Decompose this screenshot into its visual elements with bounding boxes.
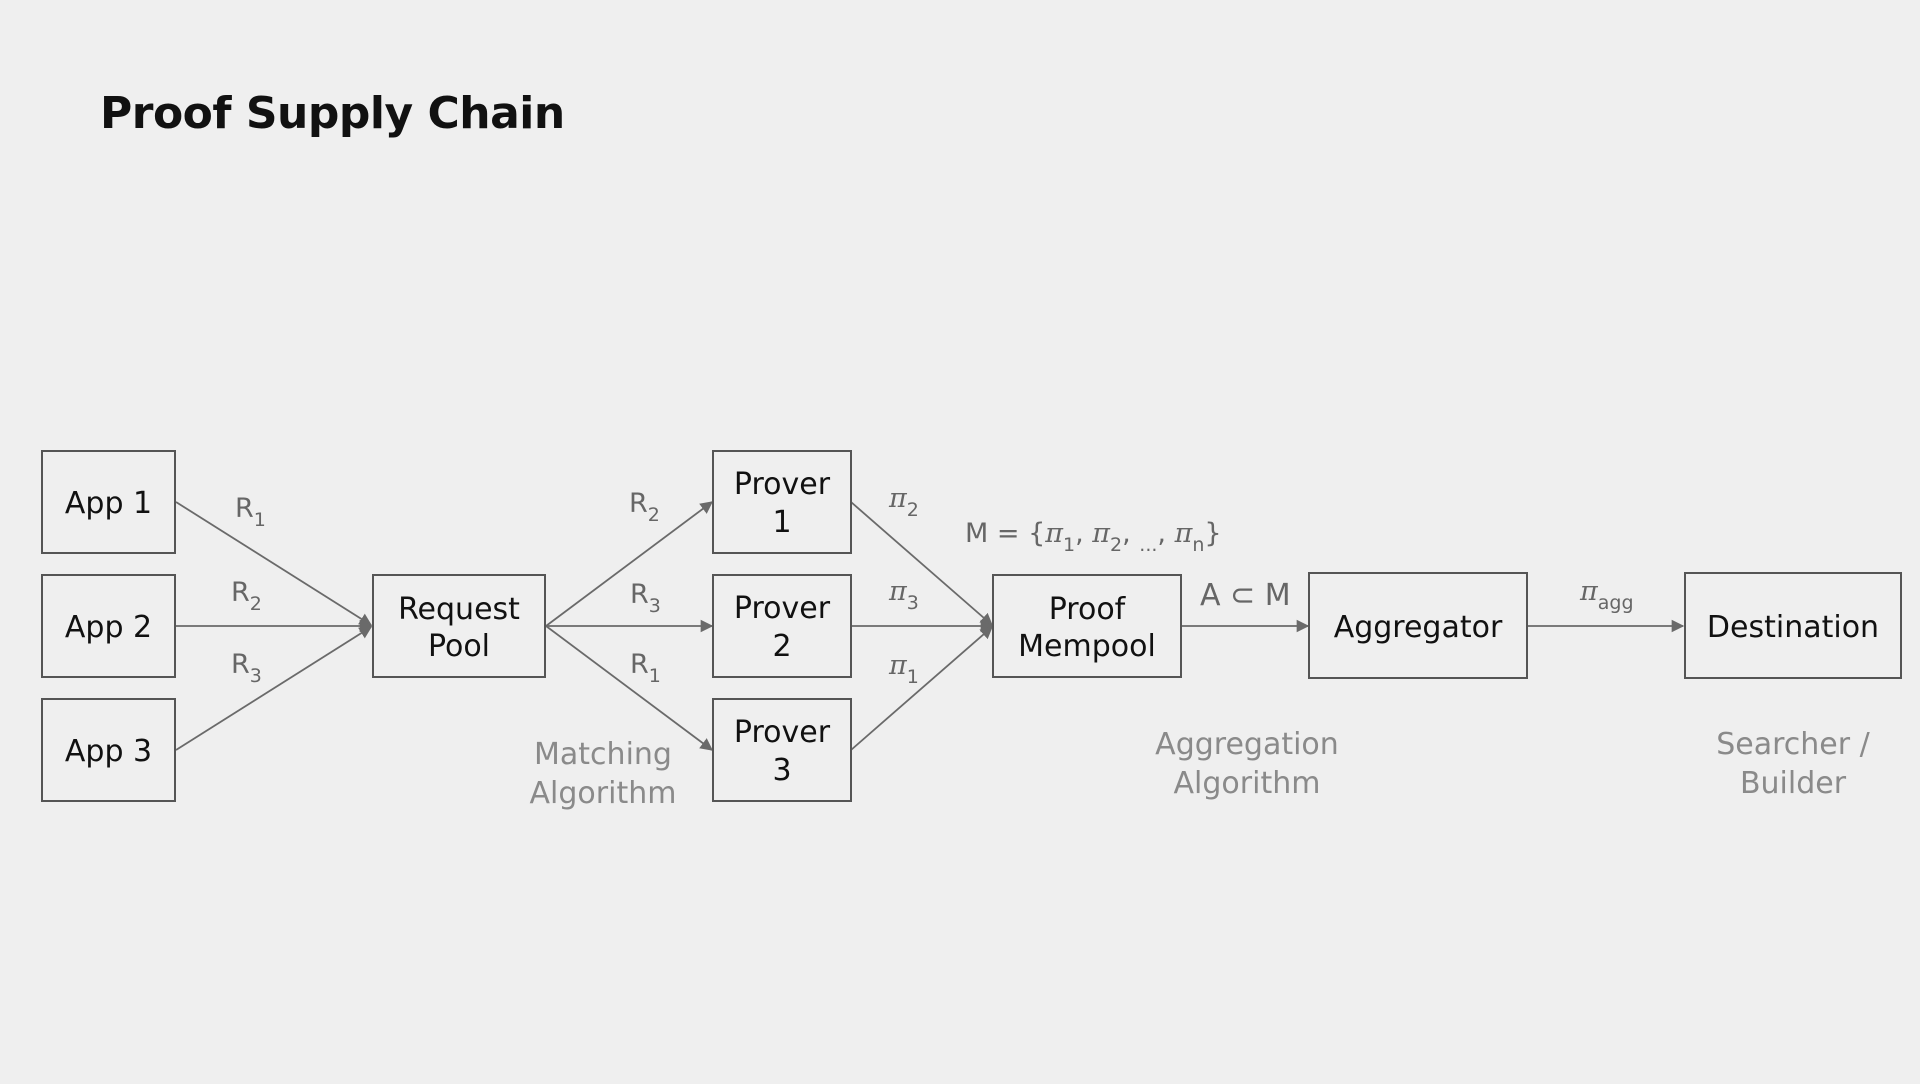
subset-label: A ⊂ M — [1200, 578, 1291, 613]
node-request-pool-label-line2: Pool — [428, 629, 490, 664]
node-prover2-label-line1: Prover — [734, 591, 831, 626]
edge-label-app2-pool: R2 — [231, 577, 262, 615]
mempool-set-definition: M = {π1, π2, ..., πn} — [965, 518, 1222, 556]
edge-labels: R1 R2 R3 R2 R3 R1 π2 π3 π1 πagg — [231, 483, 1634, 688]
node-app2[interactable]: App 2 — [41, 574, 176, 678]
node-app1[interactable]: App 1 — [41, 450, 176, 554]
edge-label-pool-prover2: R3 — [630, 579, 661, 617]
node-proof-mempool[interactable]: Proof Mempool — [992, 574, 1182, 678]
edge-label-app1-pool: R1 — [235, 493, 266, 531]
node-prover3-label-line2: 3 — [772, 753, 791, 788]
captions: Matching Algorithm Aggregation Algorithm… — [530, 727, 1871, 811]
node-app2-label: App 2 — [65, 610, 152, 645]
caption-matching-line2: Algorithm — [530, 776, 677, 811]
edge-app3-pool — [175, 626, 373, 751]
edge-prover3-mempool — [850, 626, 993, 751]
caption-aggregation-line1: Aggregation — [1155, 727, 1339, 762]
caption-searcher-line2: Builder — [1740, 766, 1847, 801]
edge-prover1-mempool — [850, 501, 993, 626]
node-app3-label: App 3 — [65, 734, 152, 769]
caption-matching-line1: Matching — [534, 737, 672, 772]
node-destination[interactable]: Destination — [1684, 572, 1902, 679]
edge-label-prover1-mempool: π2 — [888, 483, 919, 521]
node-prover2-label-line2: 2 — [772, 629, 791, 664]
node-proof-mempool-label-line2: Mempool — [1018, 629, 1156, 664]
edge-label-aggregator-destination: πagg — [1579, 576, 1634, 614]
node-request-pool-label-line1: Request — [398, 592, 520, 627]
node-aggregator[interactable]: Aggregator — [1308, 572, 1528, 679]
edge-label-app3-pool: R3 — [231, 649, 262, 687]
nodes: App 1 App 2 App 3 Request Pool Prover 1 — [41, 450, 1902, 802]
caption-searcher-line1: Searcher / — [1716, 727, 1870, 762]
node-app3[interactable]: App 3 — [41, 698, 176, 802]
node-prover1[interactable]: Prover 1 — [712, 450, 852, 554]
edge-label-prover3-mempool: π1 — [888, 650, 919, 688]
node-prover3[interactable]: Prover 3 — [712, 698, 852, 802]
node-aggregator-label: Aggregator — [1334, 610, 1503, 645]
edge-label-pool-prover1: R2 — [629, 488, 660, 526]
edge-pool-prover1 — [545, 501, 714, 627]
caption-aggregation-line2: Algorithm — [1174, 766, 1321, 801]
edge-label-pool-prover3: R1 — [630, 649, 661, 687]
edges — [175, 501, 1685, 751]
edge-app1-pool — [175, 501, 373, 626]
node-app1-label: App 1 — [65, 486, 152, 521]
node-prover1-label-line2: 1 — [772, 505, 791, 540]
node-request-pool[interactable]: Request Pool — [372, 574, 546, 678]
edge-label-prover2-mempool: π3 — [888, 576, 919, 614]
node-destination-label: Destination — [1707, 610, 1879, 645]
page-title: Proof Supply Chain — [100, 88, 565, 139]
edge-pool-prover3 — [545, 625, 714, 751]
node-prover2[interactable]: Prover 2 — [712, 574, 852, 678]
node-prover1-label-line1: Prover — [734, 467, 831, 502]
node-prover3-label-line1: Prover — [734, 715, 831, 750]
node-proof-mempool-label-line1: Proof — [1049, 592, 1127, 627]
